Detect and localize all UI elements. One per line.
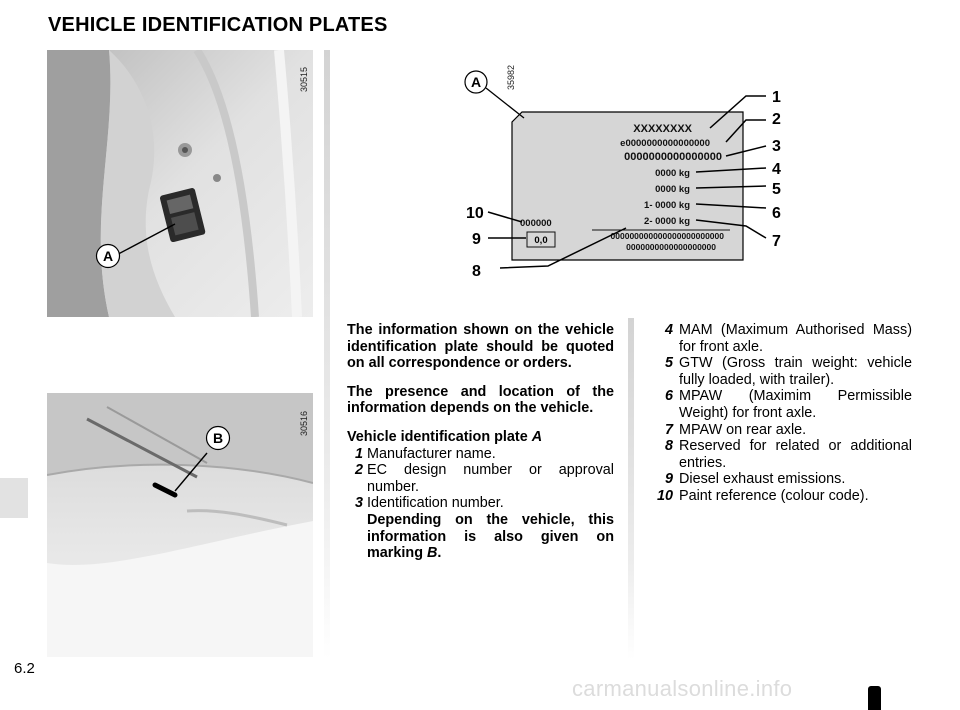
body-text-left: The information shown on the vehicle ide… — [347, 322, 614, 562]
plate-line-11: 0000000000000000000 — [626, 242, 716, 252]
svg-text:B: B — [213, 430, 223, 446]
watermark: carmanualsonline.info — [572, 676, 793, 701]
callout-7: 7 — [772, 233, 781, 250]
plate-heading: Vehicle identification plate A — [347, 428, 543, 445]
callout-8: 8 — [472, 263, 481, 280]
photo-windscreen-base — [47, 393, 313, 657]
callout-2: 2 — [772, 111, 781, 128]
plate-line-7: 2- 0000 kg — [644, 216, 690, 227]
callout-3: 3 — [772, 138, 781, 155]
identification-plate-diagram: XXXXXXXX e0000000000000000 0000000000000… — [460, 60, 800, 290]
section-tab — [0, 478, 28, 518]
page-number: 6.2 — [14, 660, 35, 677]
column-divider — [324, 50, 330, 660]
item-3-note: Depending on the vehicle, this informati… — [367, 511, 614, 562]
callout-10: 10 — [466, 205, 484, 222]
label-a-plate: A — [471, 74, 481, 90]
plate-ref: 35982 — [506, 64, 516, 90]
column-divider — [628, 318, 634, 660]
intro-paragraph-1: The information shown on the vehicle ide… — [347, 322, 614, 372]
plate-line-2: e0000000000000000 — [620, 138, 710, 149]
plate-line-3: 0000000000000000 — [624, 151, 722, 163]
plate-line-1: XXXXXXXX — [633, 123, 692, 135]
photo-door-pillar — [47, 50, 313, 317]
plate-line-9: 0,0 — [534, 235, 547, 246]
svg-text:A: A — [103, 248, 113, 264]
plate-line-6: 1- 0000 kg — [644, 200, 690, 211]
callout-6: 6 — [772, 205, 781, 222]
callout-9: 9 — [472, 231, 481, 248]
page-corner-mark — [868, 686, 881, 710]
plate-line-8: 000000 — [520, 218, 552, 229]
intro-paragraph-2: The presence and location of the informa… — [347, 383, 614, 417]
callout-1: 1 — [772, 89, 781, 106]
plate-line-5: 0000 kg — [655, 184, 690, 195]
label-a-photo: A — [95, 243, 121, 269]
photo-b-ref: 30516 — [299, 410, 309, 436]
plate-line-10: 000000000000000000000000 — [611, 231, 725, 241]
callout-4: 4 — [772, 161, 781, 178]
page-title: VEHICLE IDENTIFICATION PLATES — [48, 14, 388, 36]
photo-a-ref: 30515 — [299, 66, 309, 92]
label-b-photo: B — [205, 425, 231, 451]
callout-5: 5 — [772, 181, 781, 198]
plate-line-4: 0000 kg — [655, 168, 690, 179]
